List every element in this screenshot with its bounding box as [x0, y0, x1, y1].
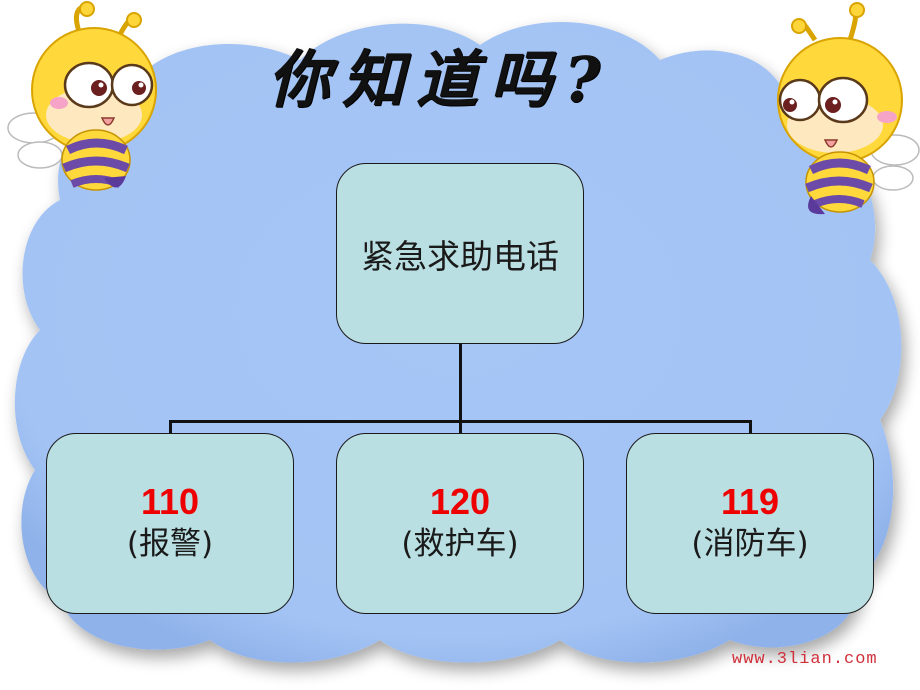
emergency-number: 120 [429, 480, 491, 522]
connector-child-3 [749, 420, 752, 434]
connector-root-vertical [459, 344, 462, 422]
root-node: 紧急求助电话 [336, 163, 584, 344]
emergency-description: (报警) [126, 525, 214, 562]
child-node-ambulance: 120 (救护车) [336, 433, 584, 614]
watermark: www.3lian.com [732, 650, 878, 669]
emergency-number: 119 [720, 480, 780, 522]
connector-child-1 [169, 420, 172, 434]
child-node-police: 110 (报警) [46, 433, 294, 614]
root-node-label: 紧急求助电话 [361, 236, 559, 276]
child-node-fire: 119 (消防车) [626, 433, 874, 614]
bee-mascot-left [7, 1, 157, 191]
emergency-description: (救护车) [401, 525, 519, 562]
emergency-number: 110 [140, 480, 200, 522]
emergency-description: (消防车) [691, 525, 809, 562]
bee-mascot-right [777, 2, 920, 215]
connector-child-2 [459, 420, 462, 434]
slide-title: 你知道吗? [267, 43, 613, 116]
